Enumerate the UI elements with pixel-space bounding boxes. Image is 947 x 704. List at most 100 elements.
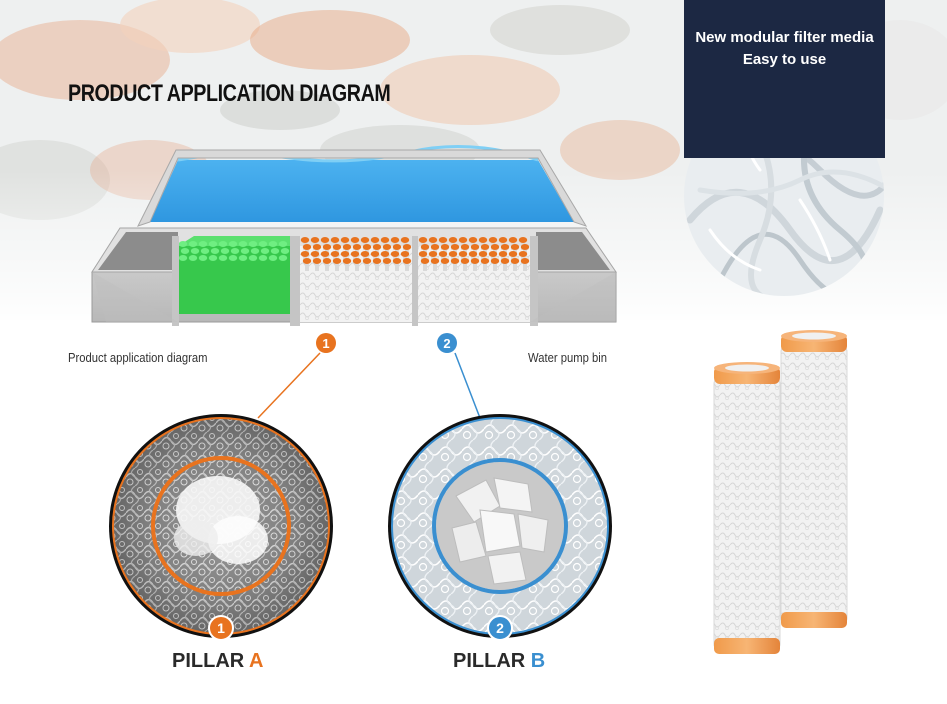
pillar-b-label: PILLAR B bbox=[453, 650, 545, 673]
media-cap bbox=[440, 258, 450, 264]
media-cap bbox=[520, 244, 530, 250]
media-cap bbox=[190, 248, 200, 254]
media-cap bbox=[300, 237, 310, 243]
media-cap bbox=[500, 244, 510, 250]
media-cap bbox=[392, 244, 402, 250]
media-cap bbox=[448, 251, 458, 257]
media-cap bbox=[310, 251, 320, 257]
callout-line-1 bbox=[257, 352, 321, 419]
media-cap bbox=[372, 258, 382, 264]
callout-number-1: 1 bbox=[322, 336, 329, 351]
media-cap bbox=[382, 244, 392, 250]
media-cap bbox=[188, 255, 198, 261]
media-cap bbox=[278, 241, 288, 247]
media-cap bbox=[420, 244, 430, 250]
media-cap bbox=[278, 255, 288, 261]
media-cap bbox=[468, 251, 478, 257]
media-cap bbox=[480, 244, 490, 250]
media-cap bbox=[470, 258, 480, 264]
green-media-block bbox=[178, 236, 296, 314]
media-cap bbox=[508, 237, 518, 243]
media-cap bbox=[488, 251, 498, 257]
media-cap bbox=[210, 248, 220, 254]
media-cap bbox=[448, 237, 458, 243]
water-pump-bin-label: Water pump bin bbox=[528, 351, 608, 365]
media-cap bbox=[188, 241, 198, 247]
media-cap bbox=[392, 258, 402, 264]
media-cap bbox=[428, 237, 438, 243]
media-cap bbox=[520, 258, 530, 264]
media-cap bbox=[400, 251, 410, 257]
media-cap bbox=[340, 251, 350, 257]
media-cap bbox=[238, 255, 248, 261]
media-cap bbox=[268, 241, 278, 247]
media-cap bbox=[430, 258, 440, 264]
media-cap bbox=[402, 244, 412, 250]
media-cap bbox=[500, 258, 510, 264]
media-cap bbox=[268, 255, 278, 261]
media-cap bbox=[258, 241, 268, 247]
media-cap bbox=[460, 244, 470, 250]
product-application-label: Product application diagram bbox=[68, 351, 208, 365]
media-cap bbox=[228, 255, 238, 261]
filter-cartridge-front bbox=[713, 362, 781, 654]
media-cap bbox=[332, 258, 342, 264]
pillar-a-label: PILLAR A bbox=[172, 650, 264, 673]
media-cap bbox=[350, 251, 360, 257]
media-cap bbox=[478, 237, 488, 243]
media-cap bbox=[208, 255, 218, 261]
pillar-a-word: PILLAR bbox=[172, 650, 245, 672]
media-cap bbox=[480, 258, 490, 264]
media-cap bbox=[362, 244, 372, 250]
media-cap bbox=[372, 244, 382, 250]
callout-marker-1 bbox=[316, 333, 336, 353]
media-cap bbox=[360, 251, 370, 257]
media-cap bbox=[380, 251, 390, 257]
feature-panel: New modular filter media Easy to use bbox=[684, 0, 885, 158]
pillar-a-cross-section bbox=[109, 414, 333, 638]
cartridge-block-2 bbox=[418, 237, 530, 322]
media-cap bbox=[518, 237, 528, 243]
media-cap bbox=[270, 248, 280, 254]
pillar-b-letter: B bbox=[530, 650, 546, 672]
cartridge-block-1 bbox=[300, 237, 412, 322]
water-pool bbox=[150, 160, 574, 222]
media-cap bbox=[248, 255, 258, 261]
media-cap bbox=[420, 258, 430, 264]
media-cap bbox=[312, 258, 322, 264]
media-cap bbox=[458, 251, 468, 257]
media-cap bbox=[450, 244, 460, 250]
media-cap bbox=[488, 237, 498, 243]
media-cap bbox=[428, 251, 438, 257]
media-cap bbox=[238, 241, 248, 247]
media-cap bbox=[312, 244, 322, 250]
media-cap bbox=[468, 237, 478, 243]
media-cap bbox=[258, 255, 268, 261]
media-cap bbox=[510, 244, 520, 250]
media-cap bbox=[180, 248, 190, 254]
media-cap bbox=[418, 251, 428, 257]
media-cap bbox=[382, 258, 392, 264]
media-cap bbox=[438, 237, 448, 243]
media-cap bbox=[330, 237, 340, 243]
media-cap bbox=[518, 251, 528, 257]
media-cap bbox=[230, 248, 240, 254]
media-cap bbox=[360, 237, 370, 243]
media-cap bbox=[510, 258, 520, 264]
tank-diagram bbox=[91, 145, 617, 326]
media-cap bbox=[200, 248, 210, 254]
media-cap bbox=[322, 244, 332, 250]
media-cap bbox=[490, 244, 500, 250]
media-cap bbox=[458, 237, 468, 243]
media-cap bbox=[330, 251, 340, 257]
media-cap bbox=[362, 258, 372, 264]
media-cap bbox=[450, 258, 460, 264]
filter-cartridge-back bbox=[780, 330, 848, 628]
pillar-b-word: PILLAR bbox=[453, 650, 526, 672]
media-cap bbox=[302, 244, 312, 250]
media-cap bbox=[402, 258, 412, 264]
media-cap bbox=[178, 255, 188, 261]
media-cap bbox=[300, 251, 310, 257]
media-cap bbox=[198, 255, 208, 261]
